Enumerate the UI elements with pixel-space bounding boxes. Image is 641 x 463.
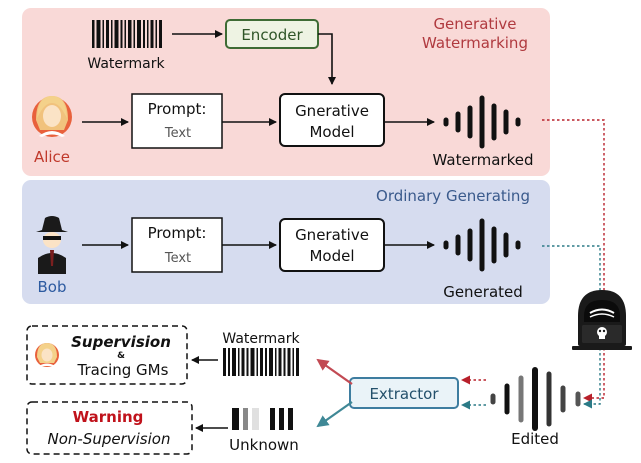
arrow-extractor-to-watermark (316, 358, 353, 385)
encoder-label: Encoder (241, 26, 303, 44)
arrow-extractor-to-unknown (316, 401, 353, 428)
supervision-amp: & (117, 351, 125, 361)
generative-title-line2: Watermarking (422, 34, 528, 52)
spy-icon (36, 216, 68, 274)
unknown-barcode-icon (232, 408, 293, 430)
hacker-icon (572, 290, 632, 350)
arrow-encoder-to-model (318, 33, 336, 85)
extractor-box (349, 377, 459, 409)
supervision-box (26, 325, 188, 385)
model-line2-alice: Model (309, 123, 354, 141)
extractor-label: Extractor (369, 385, 439, 403)
model-line1-bob: Gnerative (295, 226, 369, 244)
extracted-watermark-label: Watermark (222, 331, 300, 347)
generated-label: Generated (443, 283, 523, 301)
watermarked-label: Watermarked (433, 151, 534, 169)
bob-name: Bob (38, 278, 67, 296)
alice-name: Alice (34, 148, 70, 166)
female-user-icon (32, 96, 72, 137)
warning-line1: Warning (73, 408, 144, 426)
audio-waveform-icon (443, 218, 521, 272)
barcode-icon (92, 20, 162, 48)
audio-waveform-icon (490, 367, 581, 431)
watermark-label: Watermark (87, 56, 165, 72)
prompt-title-alice: Prompt: (148, 100, 207, 118)
prompt-box-bob (131, 217, 223, 273)
warning-line2: Non-Supervision (48, 430, 171, 448)
unknown-label: Unknown (229, 436, 299, 454)
model-line2-bob: Model (309, 247, 354, 265)
model-box-alice (279, 93, 385, 147)
generative-title-line1: Generative (433, 15, 516, 33)
edited-label: Edited (511, 430, 559, 448)
female-user-icon (35, 343, 59, 367)
prompt-title-bob: Prompt: (148, 224, 207, 242)
model-line1-alice: Gnerative (295, 102, 369, 120)
supervision-line1: Supervision (71, 333, 171, 351)
barcode-icon (223, 348, 299, 376)
audio-waveform-icon (443, 95, 521, 149)
prompt-box-alice (131, 93, 223, 149)
prompt-text-bob: Text (164, 251, 191, 266)
warning-box (26, 401, 193, 455)
prompt-text-alice: Text (164, 126, 191, 141)
ordinary-title: Ordinary Generating (376, 187, 530, 205)
dashed-path-watermarked (542, 119, 605, 403)
supervision-line2: Tracing GMs (77, 361, 169, 379)
